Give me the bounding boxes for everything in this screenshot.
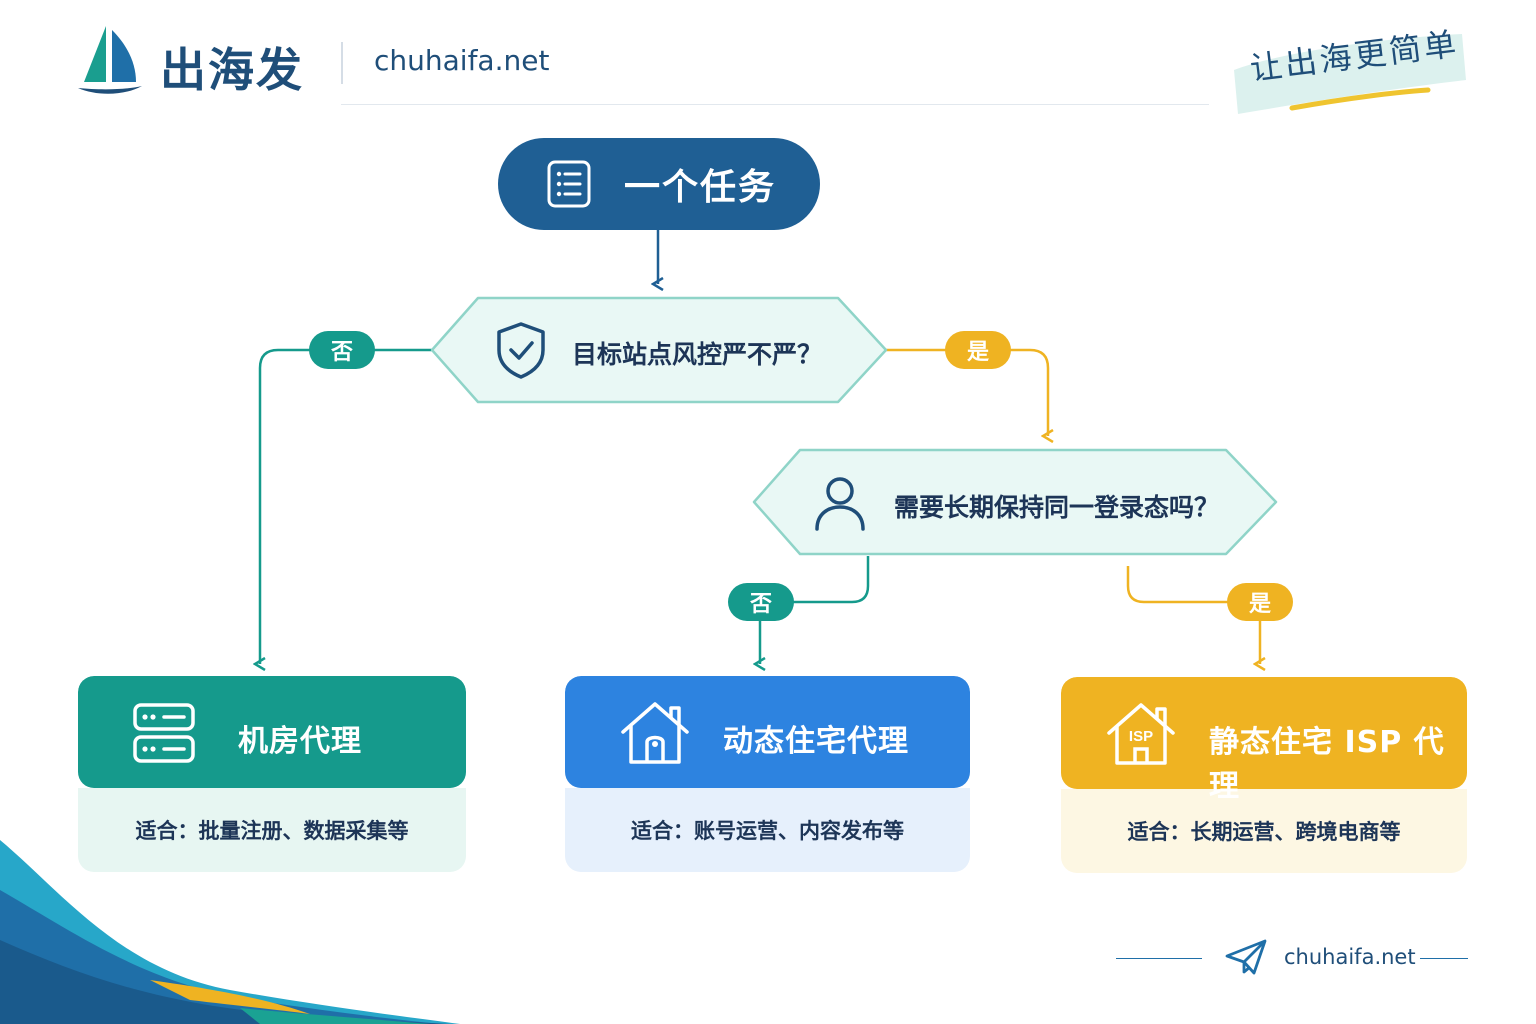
- dynamic-residential-proxy-card[interactable]: 动态住宅代理 适合：账号运营、内容发布等: [565, 676, 970, 872]
- wave-decoration: [0, 840, 460, 1024]
- static-isp-proxy-card[interactable]: ISP 静态住宅 ISP 代理 适合：长期运营、跨境电商等: [1061, 677, 1467, 873]
- house-icon: [621, 702, 689, 764]
- isp-card-title: 静态住宅 ISP 代理: [1209, 725, 1445, 804]
- footer-line-left: [1116, 958, 1202, 959]
- server-icon: [133, 703, 195, 763]
- datacenter-card-title: 机房代理: [238, 724, 362, 759]
- yes-badge-q2: 是: [1227, 583, 1293, 621]
- task-label: 一个任务: [624, 167, 777, 208]
- datacenter-proxy-card[interactable]: 机房代理 适合：批量注册、数据采集等: [78, 676, 466, 872]
- brand-url[interactable]: chuhaifa.net: [374, 44, 550, 77]
- footer-line-right: [1420, 958, 1468, 959]
- dynamic-card-title: 动态住宅代理: [723, 724, 909, 759]
- question-2-label: 需要长期保持同一登录态吗？: [894, 493, 1220, 522]
- no-badge-q1: 否: [309, 331, 375, 369]
- brand-name: 出海发: [160, 43, 304, 97]
- isp-house-icon: ISP: [1107, 703, 1175, 765]
- header-divider: [341, 42, 343, 84]
- paper-plane-icon: [1225, 939, 1267, 975]
- dynamic-card-desc: 适合：账号运营、内容发布等: [565, 788, 970, 872]
- datacenter-card-desc: 适合：批量注册、数据采集等: [78, 788, 466, 872]
- datacenter-card-header: 机房代理: [78, 676, 466, 788]
- task-node: 一个任务: [498, 138, 820, 230]
- sailboat-logo-icon: [78, 26, 142, 94]
- shield-check-icon: [497, 322, 545, 379]
- isp-card-header: ISP 静态住宅 ISP 代理: [1061, 677, 1467, 804]
- question-1-label: 目标站点风控严不严？: [572, 340, 823, 369]
- isp-icon-text: ISP: [1129, 728, 1153, 745]
- isp-card-desc: 适合：长期运营、跨境电商等: [1061, 789, 1467, 873]
- footer-url[interactable]: chuhaifa.net: [1284, 945, 1416, 969]
- dynamic-card-header: 动态住宅代理: [565, 676, 970, 788]
- yes-badge-q1: 是: [945, 331, 1011, 369]
- document-list-icon: [547, 160, 591, 208]
- no-badge-q2: 否: [728, 583, 794, 621]
- user-icon: [815, 477, 865, 531]
- slogan-brush-stroke: [1234, 34, 1466, 114]
- header-line: [341, 104, 1209, 105]
